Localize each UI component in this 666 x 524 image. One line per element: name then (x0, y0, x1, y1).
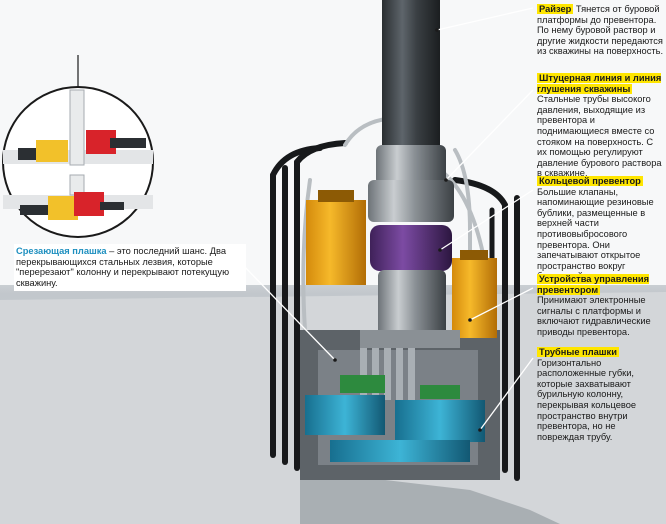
control-title: Устройства управления превентором (537, 274, 650, 295)
annular-title: Кольцевой превентор (537, 176, 643, 186)
pipe-rams (305, 375, 485, 462)
shear-ram-title: Срезающая плашка (16, 246, 107, 256)
callout-choke-kill-lines: Штуцерная линия и линия глушения скважин… (537, 73, 665, 179)
riser-title: Райзер (537, 4, 574, 14)
bop-flange (360, 330, 460, 348)
callout-annular-preventer: Кольцевой превентор Большие клапаны, нап… (537, 176, 665, 282)
callout-pipe-rams: Трубные плашки Горизонтально расположенн… (537, 347, 665, 442)
shear-ram-inset (2, 55, 154, 238)
choke-line-title: Штуцерная линия и линия глушения скважин… (537, 73, 662, 94)
control-pods (306, 190, 497, 338)
annular-preventer (370, 225, 452, 271)
shear-ram-text: – это последний шанс. Два перекрывающихс… (16, 246, 230, 288)
callout-control-pods: Устройства управления превентором Приним… (537, 274, 665, 338)
callout-shear-ram: Срезающая плашка – это последний шанс. Д… (14, 244, 246, 292)
choke-line-text: Стальные трубы высокого давления, выходя… (537, 94, 662, 179)
bop-body (378, 270, 446, 340)
frame-base-shadow (300, 470, 560, 524)
inset-top-blades (18, 130, 146, 162)
annular-text: Большие клапаны, напоминающие резиновые … (537, 186, 654, 282)
control-text: Принимают электронные сигналы с платформ… (537, 295, 651, 337)
frame-pipes-left (270, 140, 348, 471)
leader-lines (239, 7, 534, 431)
flex-joint (376, 145, 446, 185)
leader-dots (333, 28, 482, 432)
pipe-rams-text: Горизонтально расположенные губки, котор… (537, 357, 637, 442)
riser-pipe (382, 0, 440, 160)
inset-bottom-blades (20, 192, 124, 220)
pipe-rams-title: Трубные плашки (537, 347, 619, 357)
callout-riser: Райзер Тянется от буровой платформы до п… (537, 4, 665, 57)
upper-connector (368, 180, 454, 222)
riser-text: Тянется от буровой платформы до превенто… (537, 4, 664, 57)
